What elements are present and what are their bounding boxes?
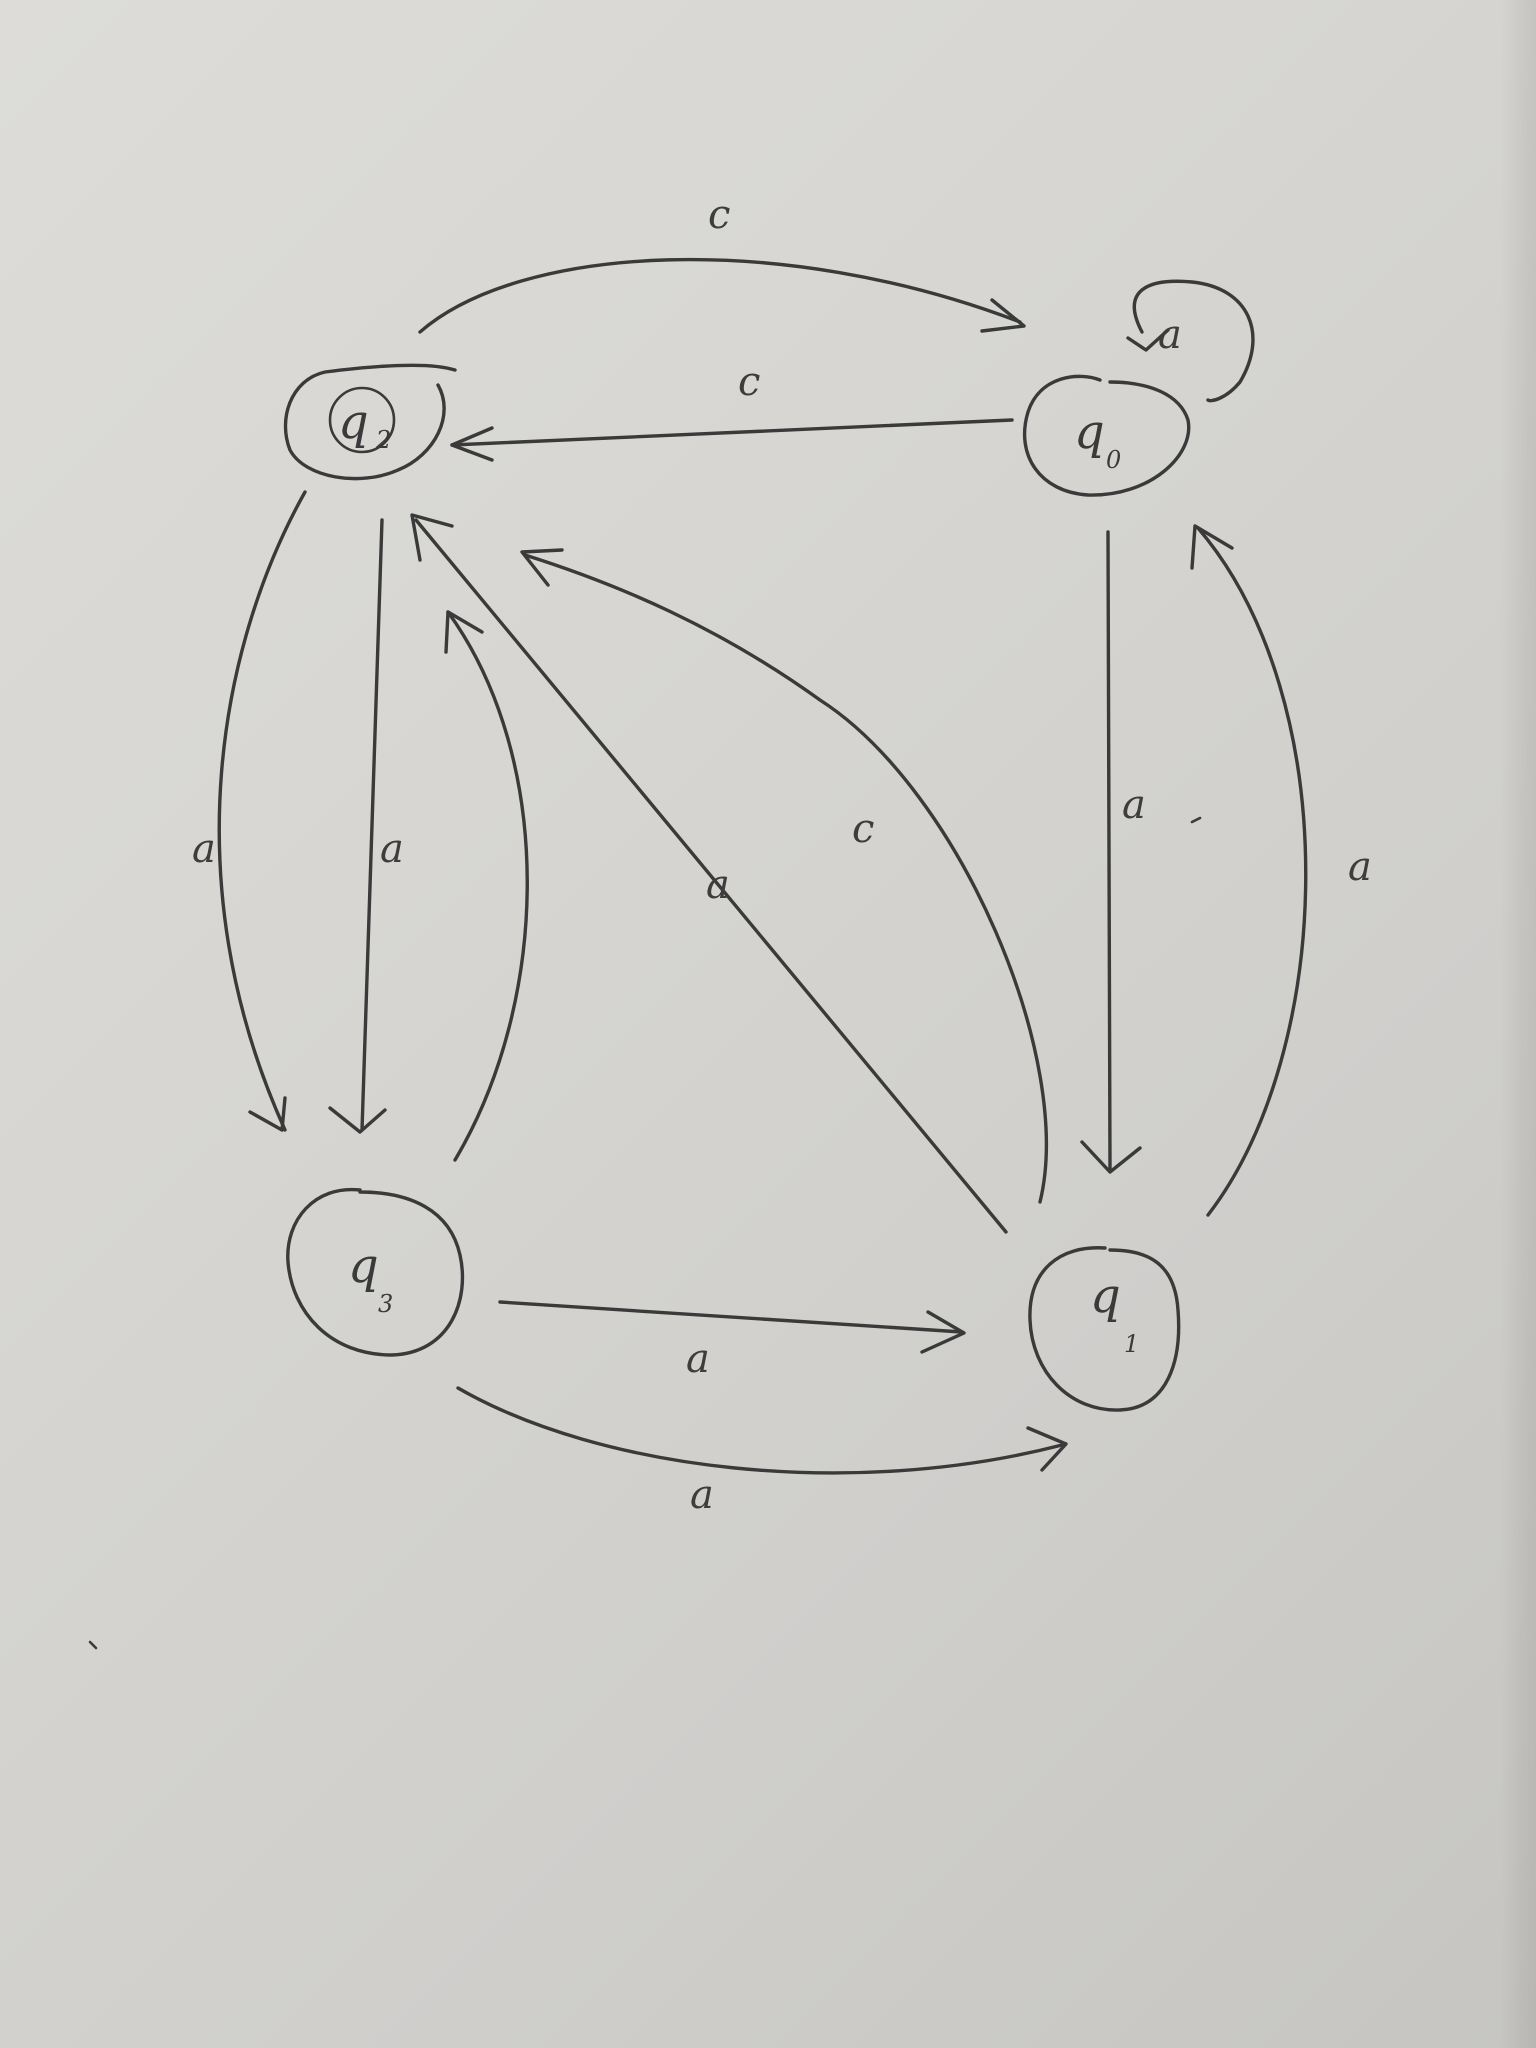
edge-q0-to-q1: a [1080,530,1146,1174]
edge-q2-to-q3-inner: a [328,518,404,1134]
edge-q1-to-q2-curve-label: c [852,806,874,852]
state-q1-subscript: 1 [1124,1330,1139,1358]
edge-q1-to-q2-curve: c [520,548,1049,1204]
state-q2-subscript: 2 [375,426,391,454]
state-q2-label: q [338,394,369,450]
edge-q3-to-q1-curve-label: a [690,1472,714,1518]
edge-q2-to-q3-outer-label: a [192,826,216,872]
edge-q2-to-q0: c [418,192,1026,334]
state-q0-label: q [1074,404,1105,460]
state-q3: q 3 [286,1187,465,1357]
edge-q2-to-q0-label: c [708,192,730,238]
edge-q0-to-q1-label: a [1122,782,1146,828]
edge-q3-to-q1-straight-label: a [686,1336,710,1382]
edge-q1-to-q2-diagonal-label: a [706,862,730,908]
edge-q1-to-q0: a [1190,524,1372,1217]
edge-q2-to-q3-inner-label: a [380,826,404,872]
paper-edge-shadow [1500,0,1536,2048]
edge-q3-to-q2 [444,610,529,1162]
state-q1-label: q [1090,1268,1121,1324]
edge-q1-to-q0-label: a [1348,844,1372,890]
edge-q2-to-q3-outer: a [192,490,307,1132]
state-q1: q 1 [1028,1246,1181,1412]
state-q3-subscript: 3 [378,1290,393,1318]
edge-q0-to-q2: c [450,359,1014,462]
edge-q0-loop: a [1126,279,1255,403]
state-q0: q 0 [1022,374,1191,497]
stray-mark [88,1640,98,1650]
stray-mark [1190,816,1202,824]
edge-q3-to-q1-curve: a [456,1386,1068,1518]
edge-q0-to-q2-label: c [738,359,760,405]
state-q0-subscript: 0 [1106,446,1121,474]
edge-q0-loop-label: a [1158,312,1182,358]
edge-q3-to-q1-straight: a [498,1300,966,1382]
state-q3-label: q [348,1238,379,1294]
edge-q1-to-q2-diagonal: a [410,513,1008,1234]
state-q2: q 2 [283,363,457,481]
